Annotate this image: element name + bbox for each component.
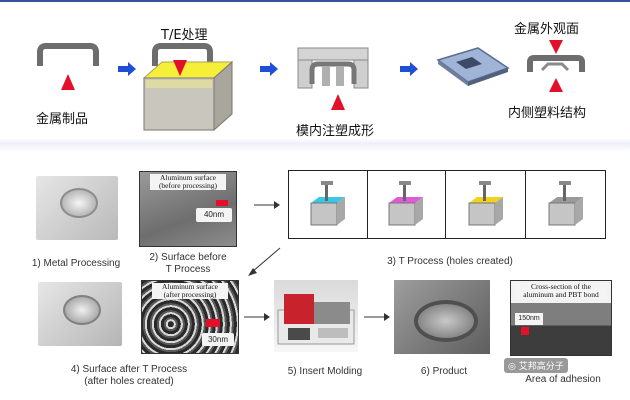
flow-arrow-3 (400, 62, 418, 76)
finished-part-shape (436, 47, 510, 86)
label-outer-appearance: 金属外观面 (514, 22, 580, 37)
label-insert-molding-cn: 模内注塑成形 (296, 124, 375, 139)
top-process-drawing (37, 40, 585, 132)
sem-before-title: Aluminum surface (before processing) (150, 174, 226, 190)
flow-arrow-2 (260, 62, 278, 76)
label-inner-structure: 内侧塑料结构 (508, 106, 587, 121)
cross-section-title: Cross-section of the aluminum and PBT bo… (515, 283, 607, 299)
inner-structure-marker-arrow (549, 78, 563, 92)
sem-after-image: Aluminum surface (after processing) 30nm (141, 280, 239, 354)
product-photo (394, 280, 490, 354)
watermark-text: 艾邦高分子 (518, 362, 564, 372)
cross-section-image: Cross-section of the aluminum and PBT bo… (510, 280, 612, 356)
te-tank-shape (142, 43, 234, 132)
cross-section-marker (521, 327, 529, 335)
tank-yellow (445, 171, 526, 238)
sem-before-marker (216, 200, 228, 206)
arrow-3-to-4 (248, 247, 281, 276)
sem-after-title: Aluminum surface (after processing) (152, 283, 228, 299)
sem-after-scale: 30nm (202, 333, 234, 346)
arrow-2-to-3 (254, 201, 280, 209)
watermark: ◎ 艾邦高分子 (504, 358, 568, 373)
mold-marker-arrow (331, 94, 345, 110)
arrow-5-to-6 (364, 313, 390, 321)
metal-part-marker-arrow (61, 74, 75, 90)
mold-shape (297, 47, 369, 89)
outer-surface-marker-arrow (549, 40, 563, 54)
tank-gray (525, 171, 605, 238)
top-border-line (0, 0, 630, 2)
wechat-icon: ◎ (508, 362, 516, 372)
tank-magenta (367, 171, 446, 238)
label-te-treatment: T/E处理 (161, 28, 208, 43)
step4-label: 4) Surface after T Process(after holes c… (70, 364, 188, 387)
metal-after-photo (38, 282, 122, 346)
tank-cyan (289, 171, 368, 238)
metal-processing-photo (36, 176, 118, 240)
adhesion-area-label: Area of adhesion (525, 374, 601, 385)
insert-molding-machine (274, 280, 358, 352)
metal-part-shape (37, 43, 99, 66)
t-process-frame (288, 170, 606, 239)
outer-surface-shape (527, 55, 585, 72)
step1-label: 1) Metal Processing (31, 258, 121, 269)
sem-after-marker (206, 319, 220, 327)
arrow-4-to-5 (244, 313, 270, 321)
section-divider (0, 138, 630, 152)
label-metal-part: 金属制品 (36, 112, 89, 127)
step5-label: 5) Insert Molding (287, 366, 363, 377)
cross-section-scale: 150nm (515, 313, 543, 325)
sem-before-scale: 40nm (196, 208, 232, 222)
sem-before-image: Aluminum surface (before processing) 40n… (139, 171, 237, 247)
flow-arrow-1 (118, 62, 136, 76)
step6-label: 6) Product (420, 366, 468, 377)
step3-label: 3) T Process (holes created) (387, 256, 513, 267)
